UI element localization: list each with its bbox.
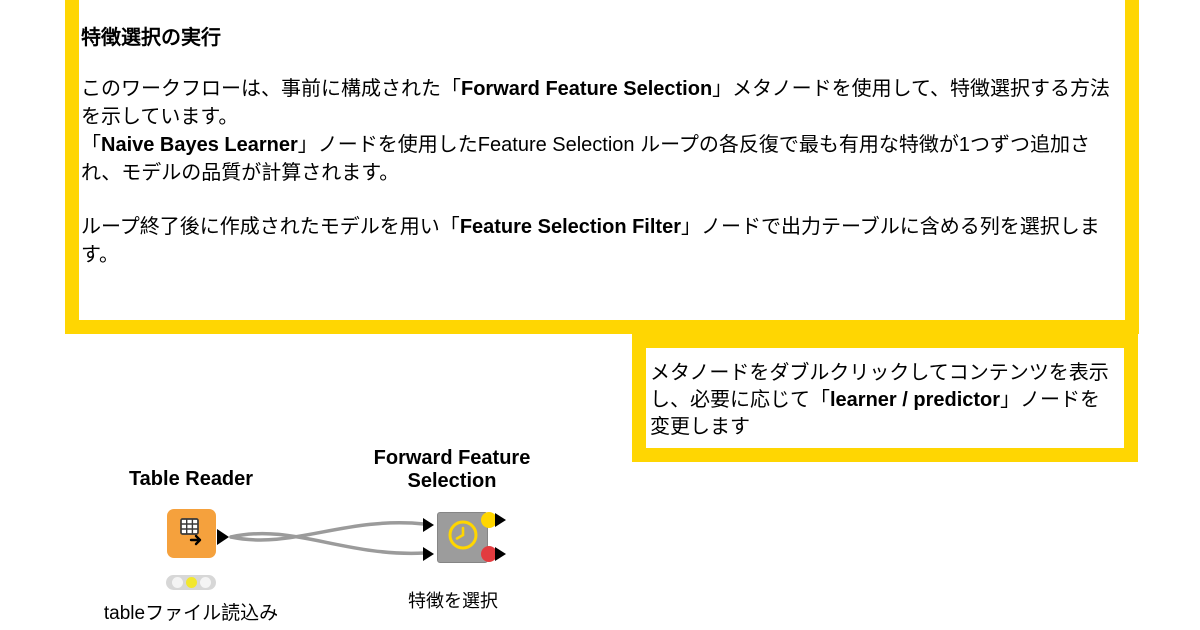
node-label-forward-feature-selection: Forward Feature Selection <box>373 447 531 492</box>
traffic-light-red-off <box>171 577 183 588</box>
node-annotation-table-reader: tableファイル読込み <box>103 603 279 624</box>
description-paragraph-3: ループ終了後に作成されたモデルを用い「Feature Selection Fil… <box>81 216 1100 266</box>
annotation-box-side: メタノードをダブルクリックしてコンテンツを表示し、必要に応じて「learner … <box>632 334 1138 462</box>
traffic-light-yellow-on <box>185 577 197 588</box>
wire-to-top-port <box>229 521 426 542</box>
node-label-table-reader: Table Reader <box>128 468 254 490</box>
ffs-input-port-bottom[interactable] <box>423 547 434 561</box>
workflow-title: 特徴選択の実行 <box>81 27 221 49</box>
ffs-output-port-red[interactable] <box>481 546 497 562</box>
traffic-light-green-off <box>199 577 211 588</box>
description-paragraph-2: 「Naive Bayes Learner」ノードを使用したFeature Sel… <box>81 134 1091 184</box>
ffs-output-port-yellow[interactable] <box>481 512 497 528</box>
node-table-reader[interactable] <box>167 509 216 558</box>
side-note-text: メタノードをダブルクリックしてコンテンツを表示し、必要に応じて「learner … <box>650 362 1109 438</box>
description-paragraph-1: このワークフローは、事前に構成された「Forward Feature Selec… <box>81 78 1110 128</box>
table-arrow-icon <box>176 515 208 552</box>
node-annotation-ffs: 特徴を選択 <box>408 591 498 611</box>
wire-to-bottom-port <box>229 531 426 556</box>
ffs-output-port-bottom-arrow <box>495 547 506 561</box>
ffs-output-port-top-arrow <box>495 513 506 527</box>
ffs-input-port-top[interactable] <box>423 518 434 532</box>
table-reader-output-port[interactable] <box>217 529 229 545</box>
annotation-box-main: 特徴選択の実行 このワークフローは、事前に構成された「Forward Featu… <box>65 0 1139 334</box>
traffic-light <box>166 575 216 590</box>
clock-icon <box>445 517 481 558</box>
node-forward-feature-selection[interactable] <box>437 512 488 563</box>
